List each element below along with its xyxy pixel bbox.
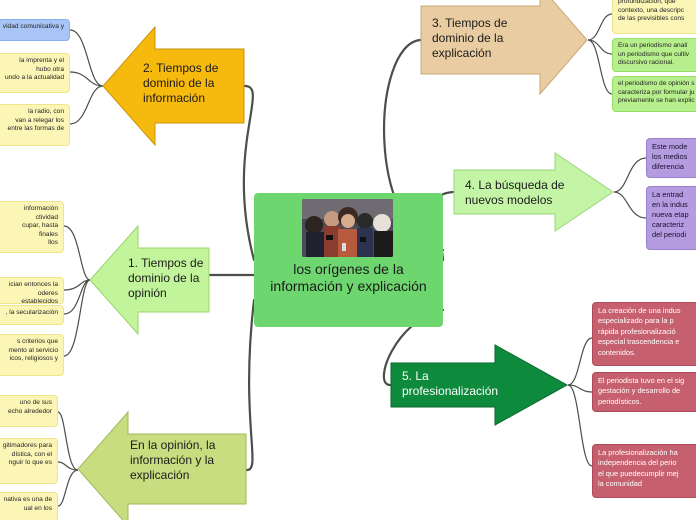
note-t6-2[interactable]: El periodista tuvo en el sig gestación y… bbox=[592, 372, 696, 412]
note-text: profundización, que contexto, una descri… bbox=[618, 0, 685, 23]
note-t2-2[interactable]: la imprenta y el hubo otra undo a la act… bbox=[0, 53, 70, 93]
topic-opinion-info-arrow[interactable]: En la opinión, la información y la expli… bbox=[77, 410, 247, 520]
arrow-shape bbox=[390, 344, 569, 426]
note-t2-1[interactable]: vidad comunicativa y bbox=[0, 19, 70, 41]
note-t1-1[interactable]: información ctividad cupar, hasta finale… bbox=[0, 201, 64, 253]
arrow-shape bbox=[453, 152, 614, 232]
note-text: La profesionalización ha independencia d… bbox=[598, 448, 679, 489]
topic-2-arrow[interactable]: 2. Tiempos de dominio de la información bbox=[102, 25, 245, 147]
note-t3-1[interactable]: profundización, que contexto, una descri… bbox=[612, 0, 696, 34]
note-text: la imprenta y el hubo otra undo a la act… bbox=[4, 57, 64, 82]
note-text: la radio, con van a relegar los entre la… bbox=[7, 108, 64, 133]
note-text: , la secularización bbox=[5, 309, 58, 316]
note-t1-2[interactable]: ician entonces la oderes establecidos bbox=[0, 277, 64, 304]
note-t3-2[interactable]: Era un periodismo analí un periodismo qu… bbox=[612, 38, 696, 72]
topic-1-label: 1. Tiempos de dominio de la opinión bbox=[128, 256, 204, 300]
note-text: vidad comunicativa y bbox=[2, 23, 64, 30]
note-t1-4[interactable]: s criterios que mento al servicio icos, … bbox=[0, 334, 64, 376]
press-crowd-photo-icon bbox=[302, 199, 393, 257]
topic-3-arrow[interactable]: 3. Tiempos de dominio de la explicación bbox=[420, 0, 588, 96]
note-t6-1[interactable]: La creación de una indus especializado p… bbox=[592, 302, 696, 366]
note-text: uno de sus echo alrededor bbox=[8, 399, 52, 415]
note-text: nativa es una de ual en los bbox=[3, 496, 52, 512]
note-t5-3[interactable]: nativa es una de ual en los bbox=[0, 492, 58, 520]
note-text: s criterios que mento al servicio icos, … bbox=[8, 338, 58, 363]
note-t3-3[interactable]: el periodismo de opinión s caracteriza p… bbox=[612, 76, 696, 112]
central-topic[interactable]: los orígenes de la información y explica… bbox=[254, 193, 443, 327]
photo-illustration bbox=[302, 199, 393, 257]
note-text: gitimadores para dística, con el nguir l… bbox=[2, 442, 52, 467]
topic-1-arrow[interactable]: 1. Tiempos de dominio de la opinión bbox=[89, 224, 210, 336]
note-t5-2[interactable]: gitimadores para dística, con el nguir l… bbox=[0, 438, 58, 484]
arrow-shape bbox=[77, 410, 247, 520]
note-text: La creación de una indus especializado p… bbox=[598, 306, 681, 357]
note-t6-3[interactable]: La profesionalización ha independencia d… bbox=[592, 444, 696, 498]
topic-opinion-info-label: En la opinión, la información y la expli… bbox=[130, 438, 216, 482]
topic-2-label: 2. Tiempos de dominio de la información bbox=[143, 61, 219, 105]
topic-5-label: 5. La profesionalización bbox=[402, 369, 499, 398]
note-t5-1[interactable]: uno de sus echo alrededor bbox=[0, 395, 58, 427]
topic-3-label: 3. Tiempos de dominio de la explicación bbox=[432, 16, 508, 60]
topic-4-arrow[interactable]: 4. La búsqueda de nuevos modelos bbox=[453, 152, 614, 232]
note-text: El periodista tuvo en el sig gestación y… bbox=[598, 376, 685, 406]
arrow-shape bbox=[420, 0, 588, 96]
note-t4-1[interactable]: Este mode los medios diferencia bbox=[646, 138, 696, 178]
note-text: Este mode los medios diferencia bbox=[652, 142, 688, 171]
note-t1-3[interactable]: , la secularización bbox=[0, 305, 64, 325]
note-text: Era un periodismo analí un periodismo qu… bbox=[618, 42, 690, 67]
note-t4-2[interactable]: La entrad en la indus nueva etap caracte… bbox=[646, 186, 696, 250]
arrow-shape bbox=[102, 25, 245, 147]
note-text: ician entonces la oderes establecidos bbox=[8, 281, 58, 304]
topic-5-arrow[interactable]: 5. La profesionalización bbox=[390, 344, 569, 426]
note-text: el periodismo de opinión s caracteriza p… bbox=[618, 80, 695, 105]
note-text: información ctividad cupar, hasta finale… bbox=[22, 205, 58, 247]
note-t2-3[interactable]: la radio, con van a relegar los entre la… bbox=[0, 104, 70, 146]
arrow-shape bbox=[89, 224, 210, 336]
topic-4-label: 4. La búsqueda de nuevos modelos bbox=[465, 178, 565, 207]
central-title: los orígenes de la información y explica… bbox=[270, 261, 427, 294]
note-text: La entrad en la indus nueva etap caracte… bbox=[652, 190, 689, 239]
